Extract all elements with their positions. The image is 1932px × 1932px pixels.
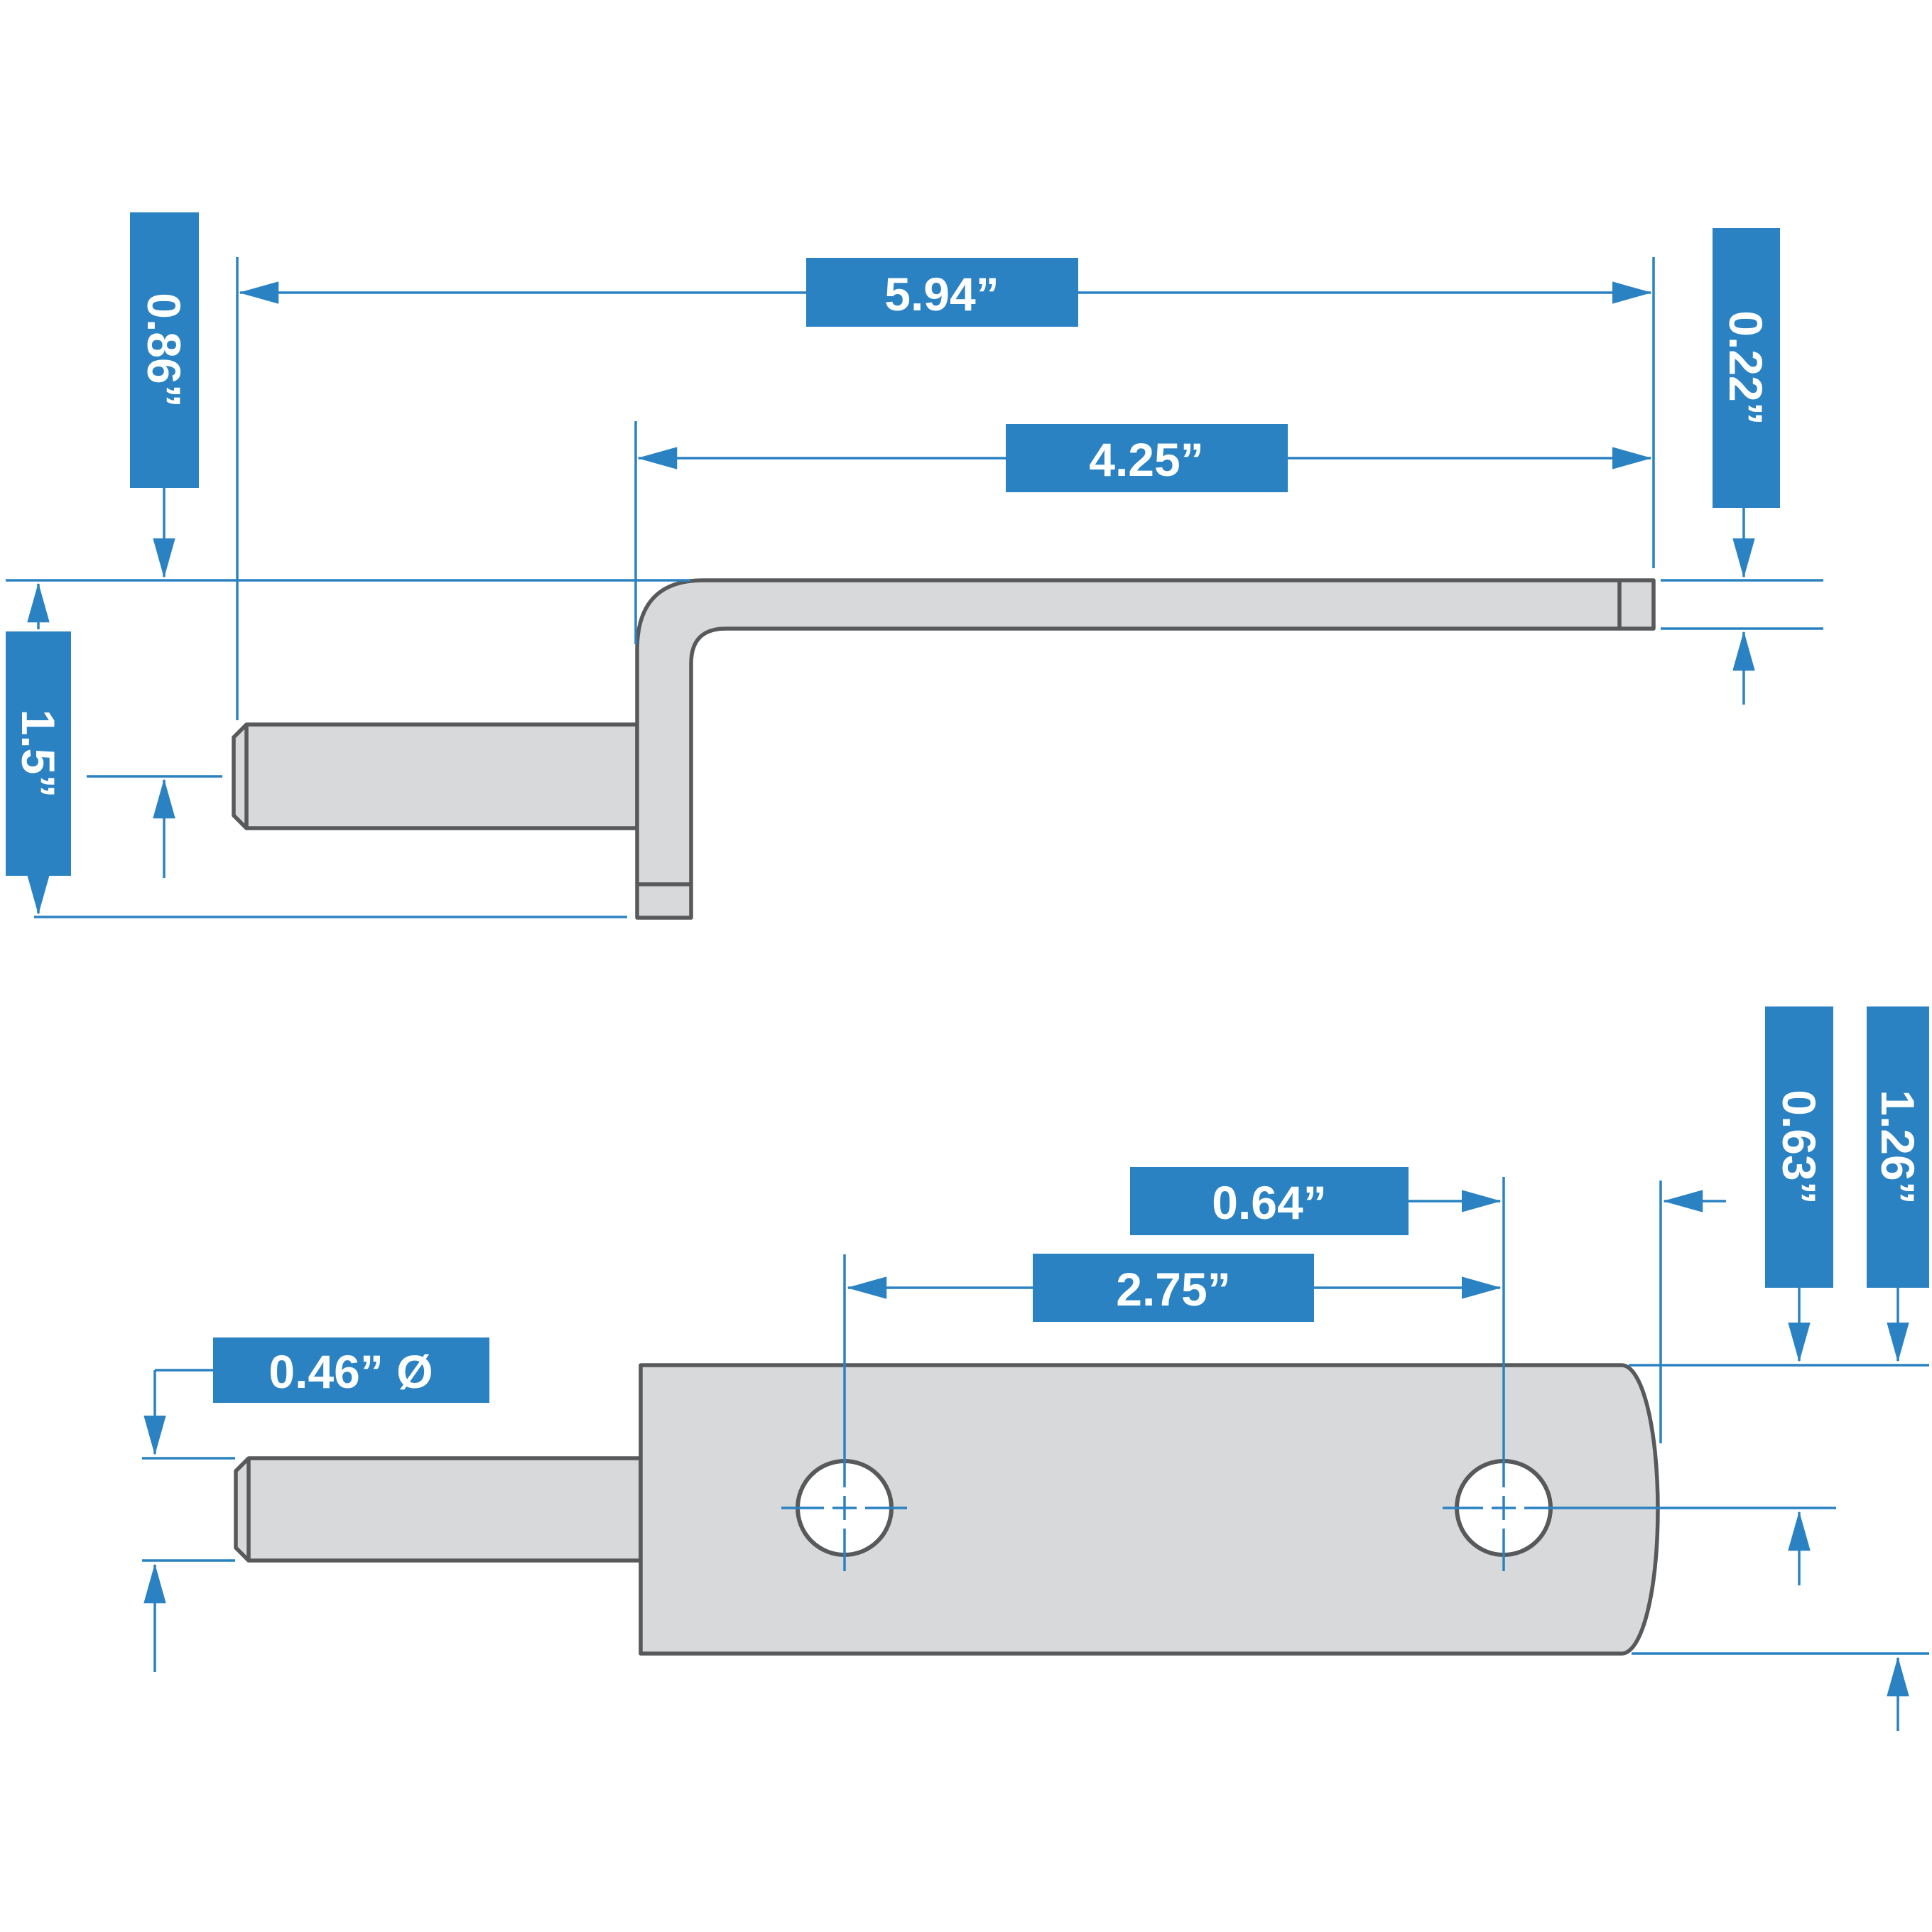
- top-to-pin-center-label: 0.86”: [138, 293, 190, 407]
- overall-drop-label-box: [6, 631, 71, 876]
- side-view-bracket-outline: [635, 578, 1656, 920]
- side-view-pin: [232, 722, 639, 830]
- hole-spacing-label-box: [1033, 1254, 1314, 1322]
- top-view-dimensions: 0.64” 2.75” 0.46” Ø 0.63” 1.26”: [142, 1006, 1929, 1731]
- hole-right-centerlines: [1443, 1177, 1836, 1571]
- pin-diameter-label: 0.46” Ø: [268, 1345, 433, 1398]
- thickness-label-box: [1713, 228, 1780, 508]
- top-to-pin-center-label-box: [130, 212, 199, 488]
- side-view: [232, 578, 1656, 920]
- side-view-dimensions: 5.94” 4.25” 0.86” 1.5” 0.22”: [6, 212, 1823, 918]
- flat-length-label-box: [1006, 424, 1288, 492]
- overall-length-label-box: [806, 258, 1078, 327]
- top-view: [234, 1363, 1660, 1656]
- bar-width-label-box: [1867, 1006, 1929, 1288]
- top-view-plate-outline: [639, 1363, 1660, 1656]
- top-view-pin: [234, 1456, 643, 1563]
- edge-to-hole-label: 0.63”: [1773, 1090, 1825, 1204]
- hole-spacing-label: 2.75”: [1116, 1263, 1230, 1315]
- overall-length-label: 5.94”: [884, 268, 999, 320]
- flat-length-label: 4.25”: [1089, 433, 1203, 486]
- hole-to-end-label-box: [1130, 1167, 1409, 1235]
- thickness-label: 0.22”: [1720, 310, 1772, 425]
- hole-left-centerlines: [781, 1254, 907, 1571]
- edge-to-hole-label-box: [1765, 1006, 1833, 1288]
- overall-drop-label: 1.5”: [12, 710, 65, 798]
- bar-width-label: 1.26”: [1872, 1090, 1924, 1204]
- pin-diameter-label-box: [213, 1337, 489, 1403]
- hole-to-end-label: 0.64”: [1212, 1176, 1326, 1229]
